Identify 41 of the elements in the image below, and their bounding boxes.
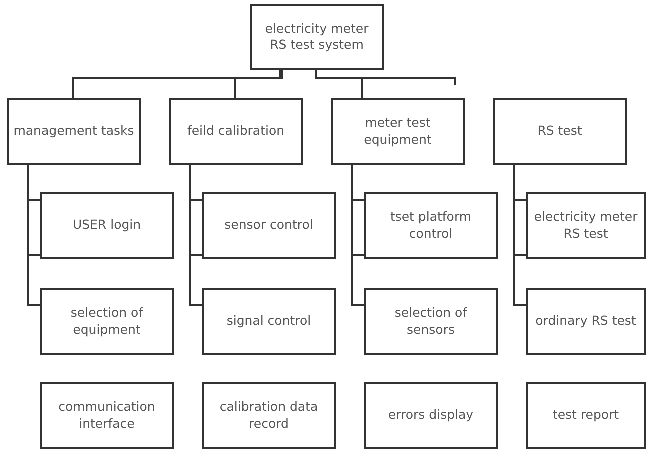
process-box <box>169 98 303 165</box>
box-label: communication interface <box>58 399 156 432</box>
box-label: management tasks <box>14 123 134 140</box>
box-label: test report <box>552 407 620 424</box>
process-box <box>202 382 336 449</box>
box-label: feild calibration <box>187 123 285 140</box>
connector-line <box>315 69 456 99</box>
process-box <box>40 382 174 449</box>
process-box <box>526 382 646 449</box>
process-box <box>331 98 465 165</box>
process-box <box>7 98 141 165</box>
box-label: electricity meter RS test <box>533 209 639 242</box>
process-box <box>202 192 336 259</box>
box-label: tset platform control <box>389 209 473 242</box>
connector-line <box>234 70 283 98</box>
process-box <box>40 288 174 355</box>
process-box <box>250 4 384 70</box>
box-label: ordinary RS test <box>536 313 636 330</box>
connector-line <box>189 165 202 306</box>
box-label: calibration data record <box>218 399 320 432</box>
box-label: USER login <box>72 217 142 234</box>
process-box <box>364 192 498 259</box>
box-label: selection of sensors <box>394 305 468 338</box>
connector-line <box>351 165 364 306</box>
box-label: errors display <box>388 407 474 424</box>
process-box <box>493 98 627 165</box>
box-label: signal control <box>226 313 312 330</box>
process-box <box>40 192 174 259</box>
process-box <box>202 288 336 355</box>
box-label: sensor control <box>224 217 314 234</box>
box-label: RS test <box>538 123 582 140</box>
process-box <box>526 192 646 259</box>
process-box <box>364 288 498 355</box>
process-box <box>526 288 646 355</box>
connector-line <box>72 70 281 98</box>
box-label: meter test equipment <box>363 115 433 148</box>
box-label: selection of equipment <box>70 305 144 338</box>
box-label: electricity meter RS test system <box>264 20 370 54</box>
connector-line <box>27 165 40 306</box>
process-box <box>364 382 498 449</box>
connector-line <box>513 165 526 306</box>
